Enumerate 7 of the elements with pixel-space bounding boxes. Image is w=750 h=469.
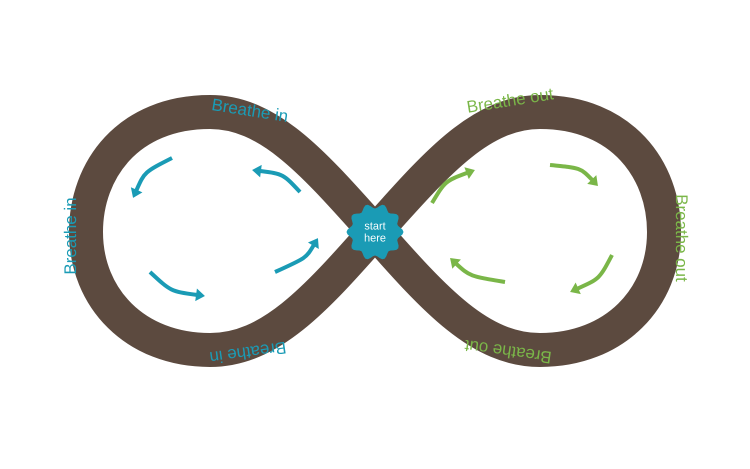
loop-label: Breathe out	[676, 196, 688, 282]
loop-label: Breathe in	[64, 198, 76, 274]
start-badge: start here	[346, 204, 404, 260]
loop-label: Breathe out	[467, 88, 554, 113]
loop-label: Breathe out	[464, 340, 551, 364]
loop-label: Breathe in	[210, 342, 286, 364]
loop-label: Breathe in	[212, 98, 288, 122]
